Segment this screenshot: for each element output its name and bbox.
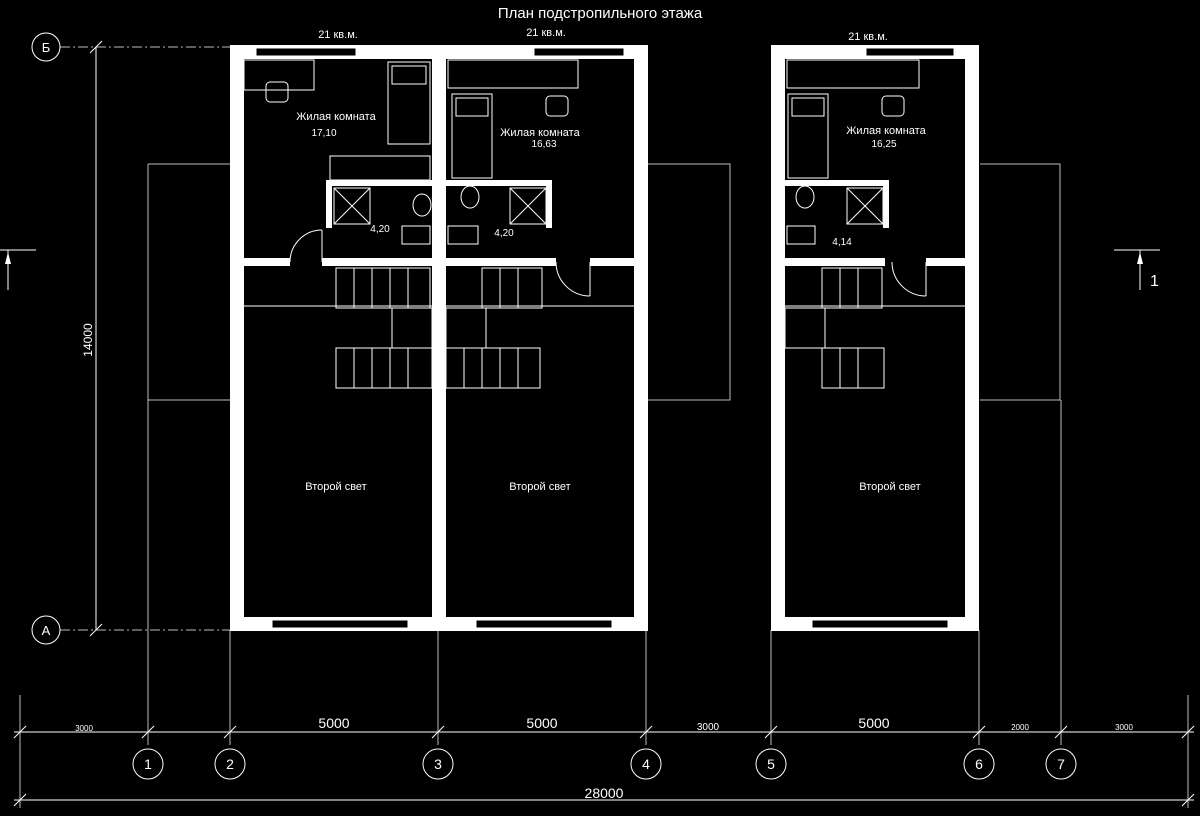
axis-number-markers: 1 2 3 4 5 6 7	[132, 748, 1077, 780]
unit-3-area-label: 21 кв.м.	[848, 31, 888, 43]
section-mark-left	[0, 249, 36, 290]
svg-text:Б: Б	[42, 40, 51, 55]
unit-2-light-label: Второй свет	[509, 481, 570, 493]
unit-3-labels: 21 кв.м. Жилая комната 16,25 4,14 Второй…	[832, 31, 926, 493]
axis-number-6: 6	[975, 756, 983, 772]
unit-2-area-label: 21 кв.м.	[526, 27, 566, 39]
dimension-1: 3000	[75, 724, 93, 733]
dimension-2: 5000	[318, 715, 349, 731]
unit-3-room-area: 16,25	[871, 139, 896, 150]
unit-1-room-name: Жилая комната	[296, 111, 376, 123]
dimension-7: 3000	[1115, 723, 1133, 732]
section-mark-label: 1	[1150, 273, 1159, 290]
unit-1-labels: 21 кв.м. Жилая комната 17,10 4,20 Второй…	[296, 29, 390, 493]
dimension-5: 5000	[858, 715, 889, 731]
block-right-walls	[771, 45, 979, 631]
unit-3-room-name: Жилая комната	[846, 125, 926, 137]
dimension-6: 2000	[1011, 723, 1029, 732]
unit-2-labels: 21 кв.м. Жилая комната 16,63 4,20 Второй…	[494, 27, 580, 493]
unit-1-bath-area: 4,20	[370, 224, 390, 235]
svg-text:А: А	[42, 623, 51, 638]
vertical-dimension: 14000	[81, 40, 103, 637]
axis-letter-a: А	[31, 615, 61, 645]
axis-number-4: 4	[642, 756, 650, 772]
unit-2-bath-area: 4,20	[494, 228, 514, 239]
dimension-chain: 3000 5000 5000 3000 5000 2000 3000 28000	[13, 715, 1195, 807]
total-dimension: 28000	[585, 785, 624, 801]
unit-2-room-area: 16,63	[531, 139, 556, 150]
unit-1-area-label: 21 кв.м.	[318, 29, 358, 41]
axis-number-3: 3	[434, 756, 442, 772]
dimension-4: 3000	[697, 722, 720, 733]
unit-3-light-label: Второй свет	[859, 481, 920, 493]
unit-1-room-area: 17,10	[311, 128, 336, 139]
dimension-3: 5000	[526, 715, 557, 731]
vertical-dimension-label: 14000	[81, 323, 95, 357]
unit-3-bath-area: 4,14	[832, 237, 852, 248]
grid-axis-lines	[19, 46, 1189, 808]
drawing-title: План подстропильного этажа	[497, 5, 703, 22]
block-left-walls	[230, 45, 648, 631]
axis-number-5: 5	[767, 756, 775, 772]
stairs	[244, 267, 965, 389]
axis-letter-b: Б	[31, 32, 61, 62]
section-mark-right: 1	[1114, 249, 1160, 290]
lower-floor-outline	[147, 163, 1061, 401]
unit-1-light-label: Второй свет	[305, 481, 366, 493]
axis-number-2: 2	[226, 756, 234, 772]
axis-number-1: 1	[144, 756, 152, 772]
axis-number-7: 7	[1057, 756, 1065, 772]
furniture	[243, 59, 927, 297]
unit-2-room-name: Жилая комната	[500, 127, 580, 139]
